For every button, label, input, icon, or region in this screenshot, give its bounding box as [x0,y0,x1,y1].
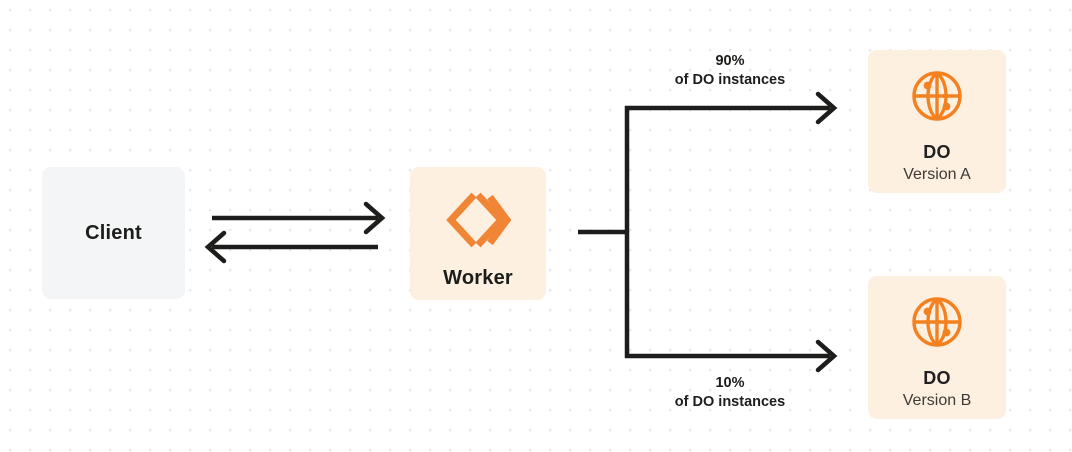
branch-spine [578,106,630,358]
edge-label-do-b-percent: 10% [715,375,745,391]
do-b-title: DO [923,368,951,388]
cloudflare-workers-logo-icon [446,192,511,248]
node-client[interactable]: Client [42,167,185,299]
edge-label-do-b-description: of DO instances [674,394,786,410]
do-a-title: DO [923,142,951,162]
node-do-version-a[interactable]: DO Version A [868,50,1006,193]
edge-label-do-a: 90% of DO instances [640,52,820,90]
globe-network-icon [912,71,962,121]
client-label: Client [85,221,142,244]
edge-label-do-a-description: of DO instances [674,72,786,88]
arrow-worker-to-client [204,230,378,264]
edge-label-do-a-percent: 90% [715,53,745,69]
arrow-worker-to-do-b [625,339,838,373]
do-a-subtitle: Version A [903,166,971,183]
arrow-worker-to-do-a [625,91,838,125]
globe-network-icon [912,297,962,347]
edge-label-do-b: 10% of DO instances [640,374,820,412]
do-b-subtitle: Version B [902,392,972,409]
arrow-client-to-worker [212,201,386,235]
node-worker[interactable]: Worker [410,167,546,300]
node-do-version-b[interactable]: DO Version B [868,276,1006,419]
worker-label: Worker [443,267,513,289]
